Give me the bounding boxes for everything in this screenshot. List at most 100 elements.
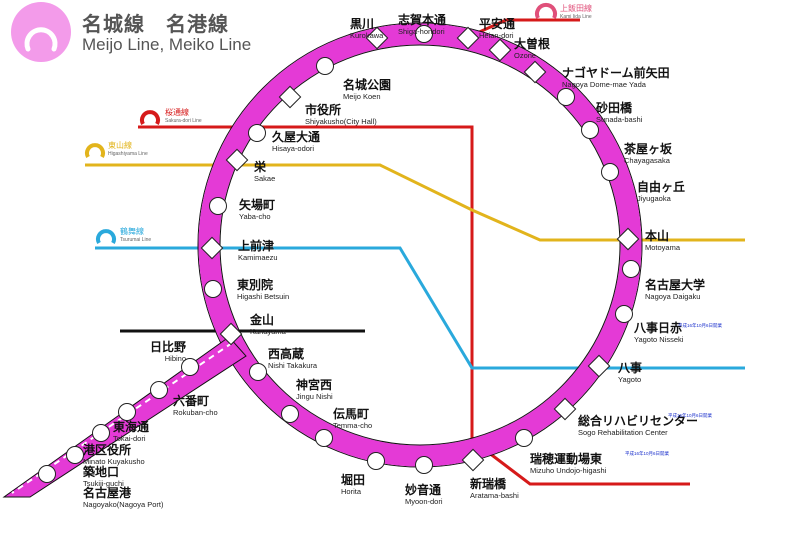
- tsukiji-guchi-station-marker: [66, 446, 84, 464]
- kamiiida-line-label: 上飯田線: [560, 3, 592, 13]
- hibino-station-marker: [181, 358, 199, 376]
- tsurumai-line-logo-icon: [96, 229, 116, 244]
- rokuban-cho-station-marker: [150, 381, 168, 399]
- higashi-betsuin-station-marker: [204, 280, 222, 298]
- kurokawa-station-marker: [365, 26, 389, 50]
- kamiiida-line-en: Kami Iida Line: [560, 14, 592, 20]
- kamiiida-line-legend: 上飯田線 Kami Iida Line: [535, 2, 592, 20]
- nagoyako-nagoya-port-station-name: 名古屋港: [83, 485, 132, 500]
- nagoya-dome-mae-yada-station-romaji: Nagoya Dome-mae Yada: [562, 80, 647, 89]
- rokuban-cho-station-name: 六番町: [173, 393, 209, 408]
- ozone-station-name: 大曽根: [514, 36, 550, 51]
- nagoya-daigaku-station-romaji: Nagoya Daigaku: [645, 292, 700, 301]
- higashiyama-line-route: [85, 163, 745, 242]
- yagoto-station-romaji: Yagoto: [618, 375, 641, 384]
- meijo-koen-station-name: 名城公園: [343, 77, 391, 92]
- tsurumai-line-route: [95, 246, 745, 370]
- temma-cho-station-romaji: Temma-cho: [333, 421, 372, 430]
- sogo-rehabilitation-center-station-name: 総合リハビリセンター: [578, 413, 698, 428]
- sogo-rehabilitation-center-station-romaji: Sogo Rehabilitation Center: [578, 428, 668, 437]
- yagoto-station-marker: [587, 354, 611, 378]
- minato-kuyakusho-station-name: 港区役所: [83, 442, 131, 457]
- yagoto-nisseki-station-name: 八事日赤: [633, 320, 682, 335]
- jingu-nishi-station-marker: [281, 405, 299, 423]
- kanayama-station-romaji: Kanayama: [250, 327, 287, 336]
- yagoto-nisseki-note: 平成16年10月6日開業: [678, 322, 723, 329]
- sakae-station-romaji: Sakae: [254, 174, 275, 183]
- nishi-takakura-station-marker: [249, 363, 267, 381]
- jiyugaoka-station-name: 自由ヶ丘: [637, 179, 685, 194]
- yaba-cho-station-marker: [209, 197, 227, 215]
- tsukiji-guchi-station-romaji: Tsukiji-guchi: [83, 479, 124, 488]
- sunada-bashi-station-romaji: Sunada-bashi: [596, 115, 643, 124]
- horita-station-romaji: Horita: [341, 487, 362, 496]
- kamimaezu-station-name: 上前津: [238, 238, 274, 253]
- shiga-hondori-station-marker: [415, 25, 433, 43]
- aratama-bashi-station-name: 新瑞橋: [470, 476, 507, 491]
- shiyakusho-city-hall-station-name: 市役所: [305, 102, 341, 117]
- meijo-koen-station-marker: [316, 57, 334, 75]
- kurokawa-station-romaji: Kurokawa: [350, 31, 384, 40]
- shiga-hondori-station-name: 志賀本通: [398, 12, 446, 27]
- yaba-cho-station-name: 矢場町: [239, 197, 275, 212]
- meijo-koen-station-romaji: Meijo Koen: [343, 92, 381, 101]
- nishi-takakura-station-name: 西高蔵: [268, 346, 304, 361]
- higashiyama-line-label: 東山線: [108, 140, 132, 150]
- tokai-dori-station-romaji: Tokai-dori: [113, 434, 146, 443]
- myoon-dori-station-name: 妙音通: [405, 482, 441, 497]
- yaba-cho-station-romaji: Yaba-cho: [239, 212, 271, 221]
- mizuho-undojo-higashi-station-name: 瑞穂運動場東: [530, 451, 602, 466]
- jingu-nishi-station-name: 神宮西: [296, 377, 332, 392]
- mizuho-note: 平成16年10月6日開業: [625, 450, 670, 457]
- nagoya-daigaku-station-name: 名古屋大学: [645, 277, 705, 292]
- kanayama-station-name: 金山: [249, 312, 274, 327]
- nagoya-dome-mae-yada-station-name: ナゴヤドーム前矢田: [562, 65, 670, 80]
- tokai-dori-station-marker: [118, 403, 136, 421]
- kamiiida-line-logo-icon: [535, 2, 557, 19]
- station-markers: [38, 25, 640, 483]
- motoyama-station-marker: [616, 227, 640, 251]
- mizuho-undojo-higashi-station-romaji: Mizuho Undojo-higashi: [530, 466, 607, 475]
- sunada-bashi-station-marker: [557, 88, 575, 106]
- nagoyako-nagoya-port-station-romaji: Nagoyako(Nagoya Port): [83, 500, 164, 509]
- jiyugaoka-station-marker: [601, 163, 619, 181]
- chayagasaka-station-romaji: Chayagasaka: [624, 156, 671, 165]
- sunada-bashi-station-name: 砂田橋: [595, 100, 633, 115]
- motoyama-station-name: 本山: [645, 228, 669, 243]
- myoon-dori-station-marker: [415, 456, 433, 474]
- nishi-takakura-station-romaji: Nishi Takakura: [268, 361, 318, 370]
- temma-cho-station-marker: [315, 429, 333, 447]
- hisaya-odori-station-romaji: Hisaya-odori: [272, 144, 314, 153]
- minato-kuyakusho-station-romaji: Minato Kuyakusho: [83, 457, 145, 466]
- chayagasaka-station-name: 茶屋ヶ坂: [623, 141, 673, 156]
- page-title: 名城線 名港線: [82, 12, 229, 36]
- yagoto-nisseki-station-marker: [615, 305, 633, 323]
- higashiyama-line-logo-icon: [85, 143, 105, 158]
- aratama-bashi-station-marker: [461, 448, 485, 472]
- jiyugaoka-station-romaji: Jiyugaoka: [637, 194, 672, 203]
- sakuradori-line-en: Sakura-dori Line: [165, 118, 202, 124]
- tokai-dori-station-name: 東海通: [113, 419, 149, 434]
- tsurumai-line-en: Tsurumai Line: [120, 237, 151, 243]
- tsukiji-guchi-station-name: 築地口: [82, 464, 119, 479]
- sakuradori-line-logo-icon: [140, 110, 160, 125]
- horita-station-name: 堀田: [341, 472, 365, 487]
- shiyakusho-city-hall-station-marker: [278, 85, 302, 109]
- horita-station-marker: [367, 452, 385, 470]
- heian-dori-station-romaji: Heian-dori: [479, 31, 514, 40]
- page-subtitle: Meijo Line, Meiko Line: [82, 35, 252, 54]
- sakuradori-line-legend: 桜通線 Sakura-dori Line: [140, 107, 202, 125]
- kamimaezu-station-marker: [200, 236, 224, 260]
- meijo-line-logo-icon: [11, 2, 71, 62]
- sakuradori-line-label: 桜通線: [165, 107, 189, 117]
- hisaya-odori-station-name: 久屋大通: [272, 129, 320, 144]
- higashi-betsuin-station-name: 東別院: [237, 277, 273, 292]
- sakae-station-marker: [225, 148, 249, 172]
- rokuban-cho-station-romaji: Rokuban-cho: [173, 408, 218, 417]
- kanayama-station-marker: [219, 322, 243, 346]
- kurokawa-station-name: 黒川: [350, 17, 374, 31]
- sogo-rehab-note: 平成16年10月6日開業: [668, 412, 713, 419]
- yagoto-station-name: 八事: [617, 360, 642, 375]
- minato-kuyakusho-station-marker: [92, 424, 110, 442]
- yagoto-nisseki-station-romaji: Yagoto Nisseki: [634, 335, 684, 344]
